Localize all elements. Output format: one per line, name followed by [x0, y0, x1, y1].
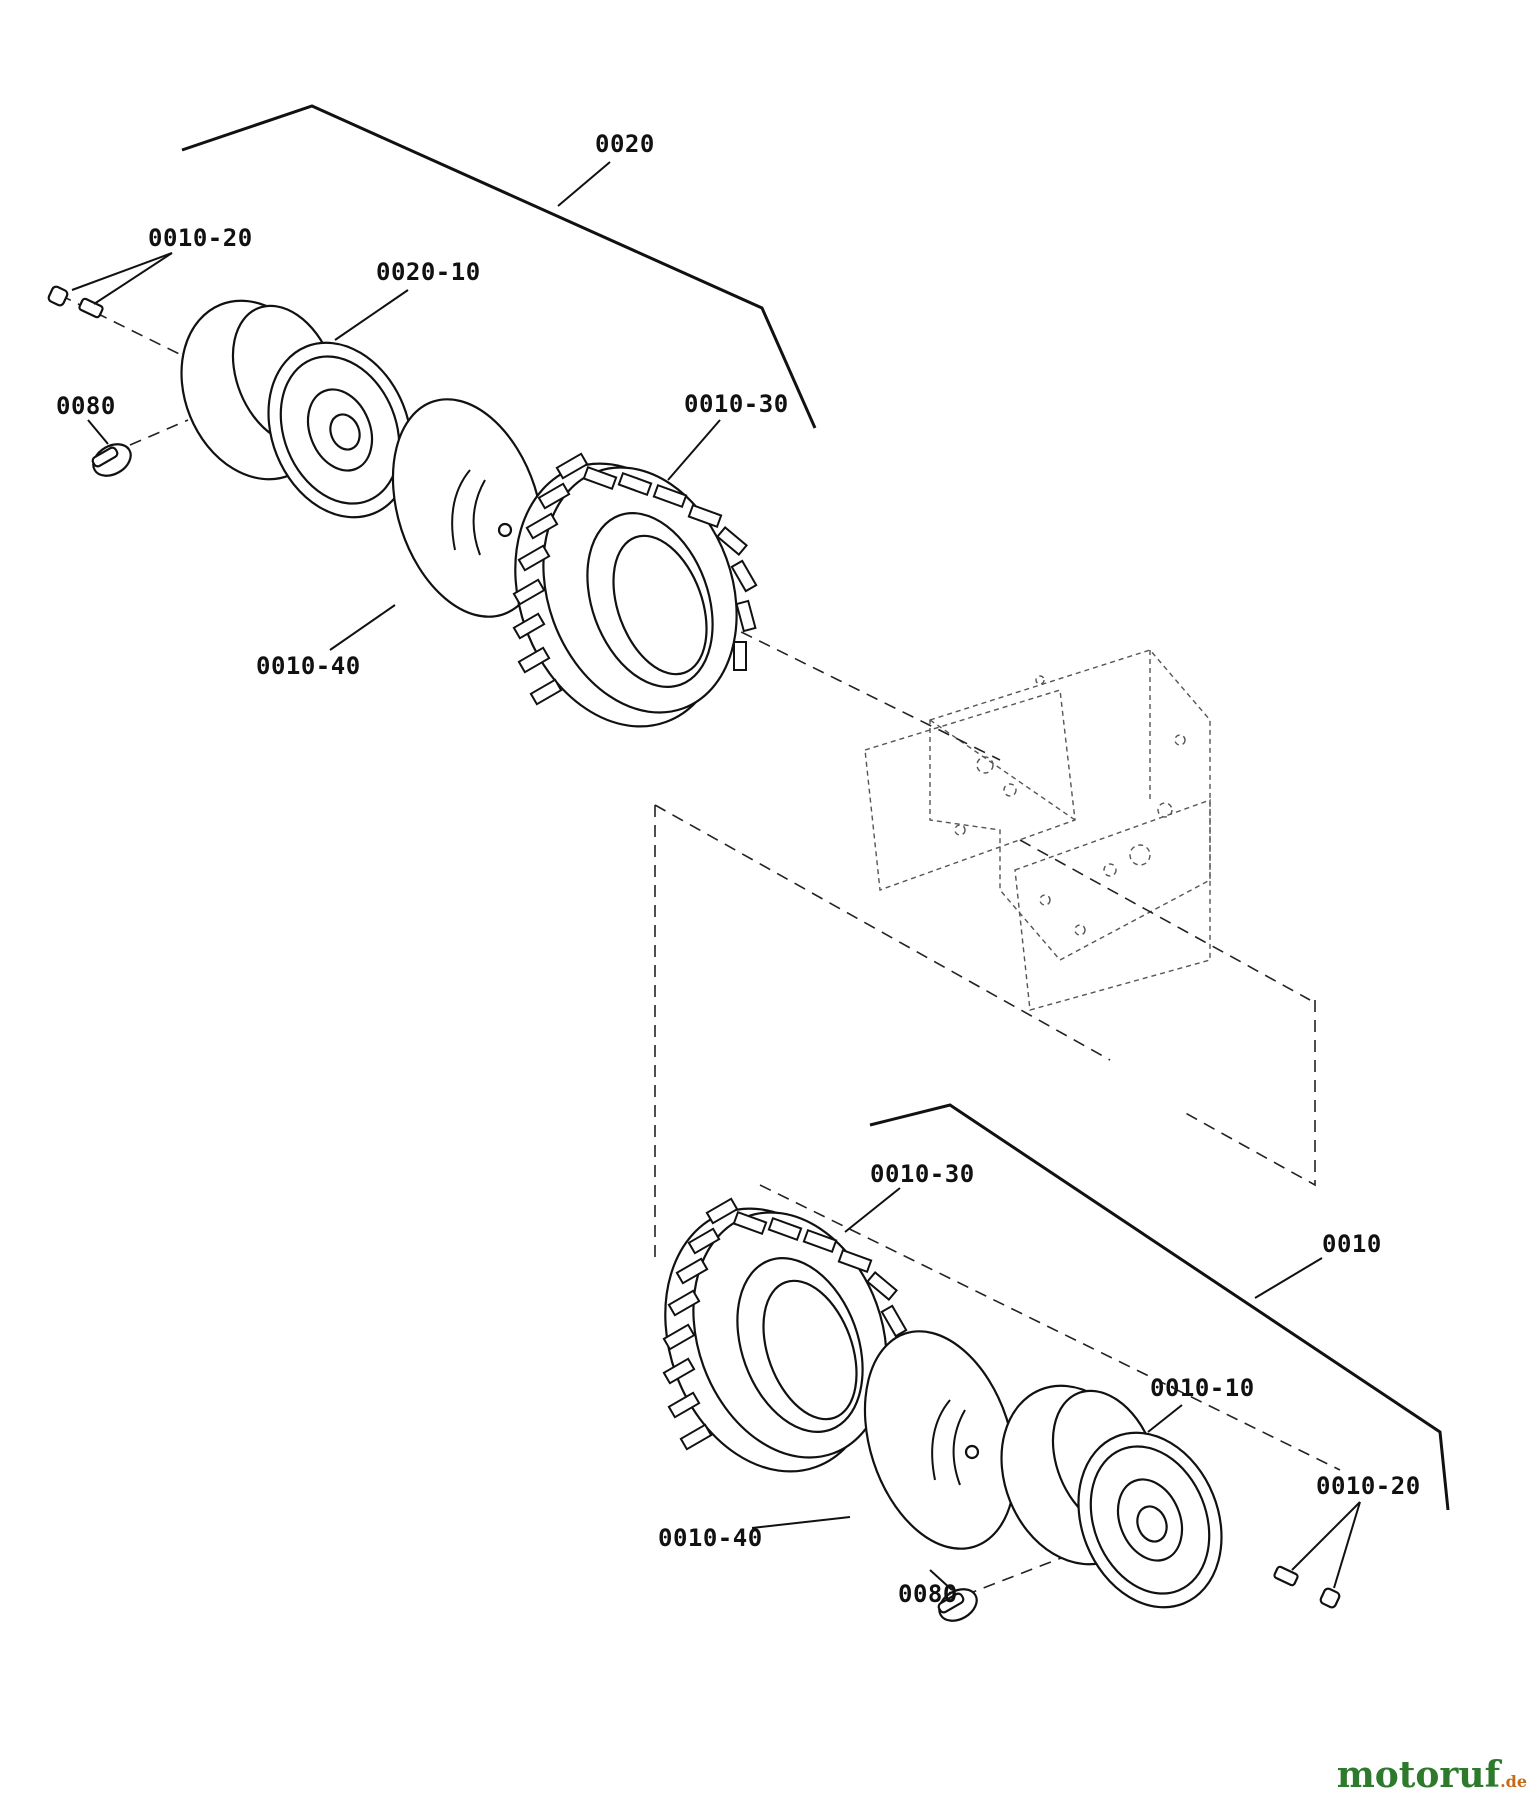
bottom-axle-line-2 [759, 1184, 1341, 1471]
top-tire [512, 452, 758, 728]
top-lynch-pin [91, 443, 132, 477]
bottom-axle-line [1019, 839, 1311, 1001]
bottom-assembly-bracket [869, 1103, 1450, 1511]
top-wheel-rim [180, 299, 413, 519]
brand-suffix: .de [1500, 1772, 1527, 1791]
bottom-lynch-pin [937, 1588, 978, 1622]
gearbox-housing [864, 649, 1211, 1011]
frame-link-line-2 [654, 804, 1111, 1061]
label-top-assembly: 0020 [595, 130, 655, 158]
brand-name: motoruf [1336, 1754, 1501, 1796]
label-bottom-pin: 0080 [898, 1580, 958, 1608]
bottom-assembly-leader [1254, 1257, 1323, 1299]
brand-watermark: motoruf.de [1337, 1754, 1527, 1796]
bottom-valve-cap [1273, 1565, 1341, 1609]
top-valve-cap [47, 285, 104, 319]
top-assembly-leader [557, 161, 611, 207]
pin-link-bottom [964, 1544, 1096, 1596]
label-top-spacer: 0010-40 [256, 652, 361, 680]
top-spacer-disc [391, 398, 545, 618]
label-top-tire: 0010-30 [684, 390, 789, 418]
label-bottom-assembly: 0010 [1322, 1230, 1382, 1258]
top-assembly-bracket [181, 104, 817, 429]
label-top-rim: 0020-10 [376, 258, 481, 286]
label-bottom-tire: 0010-30 [870, 1160, 975, 1188]
bottom-wheel-rim [1000, 1384, 1223, 1609]
label-bottom-spacer: 0010-40 [658, 1524, 763, 1552]
label-top-pin: 0080 [56, 392, 116, 420]
label-top-valve-cap: 0010-20 [148, 224, 253, 252]
label-bottom-valve-cap: 0010-20 [1316, 1472, 1421, 1500]
label-bottom-rim: 0010-10 [1150, 1374, 1255, 1402]
bottom-spacer-disc [863, 1330, 1017, 1550]
frame-link-line-3 [1179, 1000, 1316, 1187]
pin-link-top [129, 419, 189, 446]
